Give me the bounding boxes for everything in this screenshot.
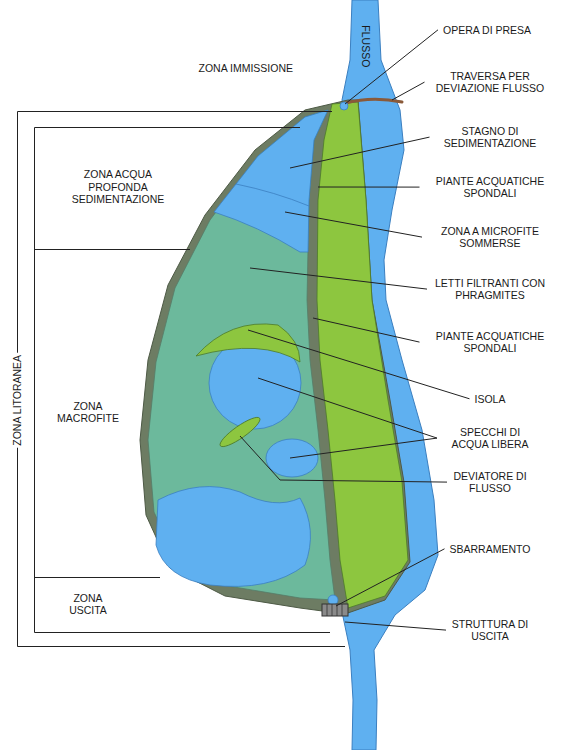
zone-label: ZONA ACQUA PROFONDA SEDIMENTAZIONE bbox=[58, 167, 178, 207]
leader-line bbox=[240, 436, 447, 482]
callout-label: ZONA A MICROFITE SOMMERSE bbox=[425, 224, 555, 251]
zone-brackets bbox=[18, 112, 346, 647]
callout-label: STRUTTURA DI USCITA bbox=[449, 617, 531, 644]
leader-line bbox=[345, 30, 438, 104]
callout-label: PIANTE ACQUATICHE SPONDALI bbox=[423, 174, 558, 201]
sedimentation-pond bbox=[214, 110, 328, 252]
leader-line bbox=[318, 187, 420, 188]
callout-label: PIANTE ACQUATICHE SPONDALI bbox=[423, 329, 558, 356]
leader-line bbox=[313, 318, 420, 342]
callout-label: STAGNO DI SEDIMENTAZIONE bbox=[433, 124, 548, 151]
zone-label: ZONA MACROFITE bbox=[51, 399, 126, 426]
leader-line bbox=[392, 82, 425, 100]
callout-label: SPECCHI DI ACQUA LIBERA bbox=[440, 425, 540, 452]
callout-label: TRAVERSA PER DEVIAZIONE FLUSSO bbox=[428, 69, 553, 96]
phragmites-bed bbox=[317, 102, 408, 608]
callout-label: SBARRAMENTO bbox=[448, 542, 533, 557]
zone-label: ZONA LITORANEA bbox=[10, 352, 25, 447]
leader-line bbox=[345, 622, 446, 630]
island bbox=[196, 324, 300, 362]
leader-line bbox=[285, 212, 422, 237]
open-water bbox=[156, 487, 310, 587]
barrage bbox=[322, 604, 348, 616]
callout-label: ISOLA bbox=[473, 392, 508, 407]
diversion-weir bbox=[346, 99, 402, 103]
zone-label: ZONA IMMISSIONE bbox=[197, 61, 296, 76]
leader-line bbox=[290, 137, 430, 168]
bank-border bbox=[140, 100, 410, 614]
leader-line bbox=[336, 549, 445, 606]
submerged-zone-edge bbox=[236, 184, 309, 206]
callout-label: OPERA DI PRESA bbox=[441, 23, 533, 38]
callout-label: LETTI FILTRANTI CON PHRAGMITES bbox=[430, 276, 550, 303]
leader-line bbox=[290, 438, 437, 458]
flow-label: FLUSSO bbox=[359, 23, 374, 69]
leader-line bbox=[258, 378, 437, 438]
leader-line bbox=[250, 268, 427, 289]
zone-label: ZONA USCITA bbox=[61, 591, 116, 618]
flow-deflector bbox=[217, 413, 263, 450]
callout-label: DEVIATORE DI FLUSSO bbox=[450, 469, 530, 496]
